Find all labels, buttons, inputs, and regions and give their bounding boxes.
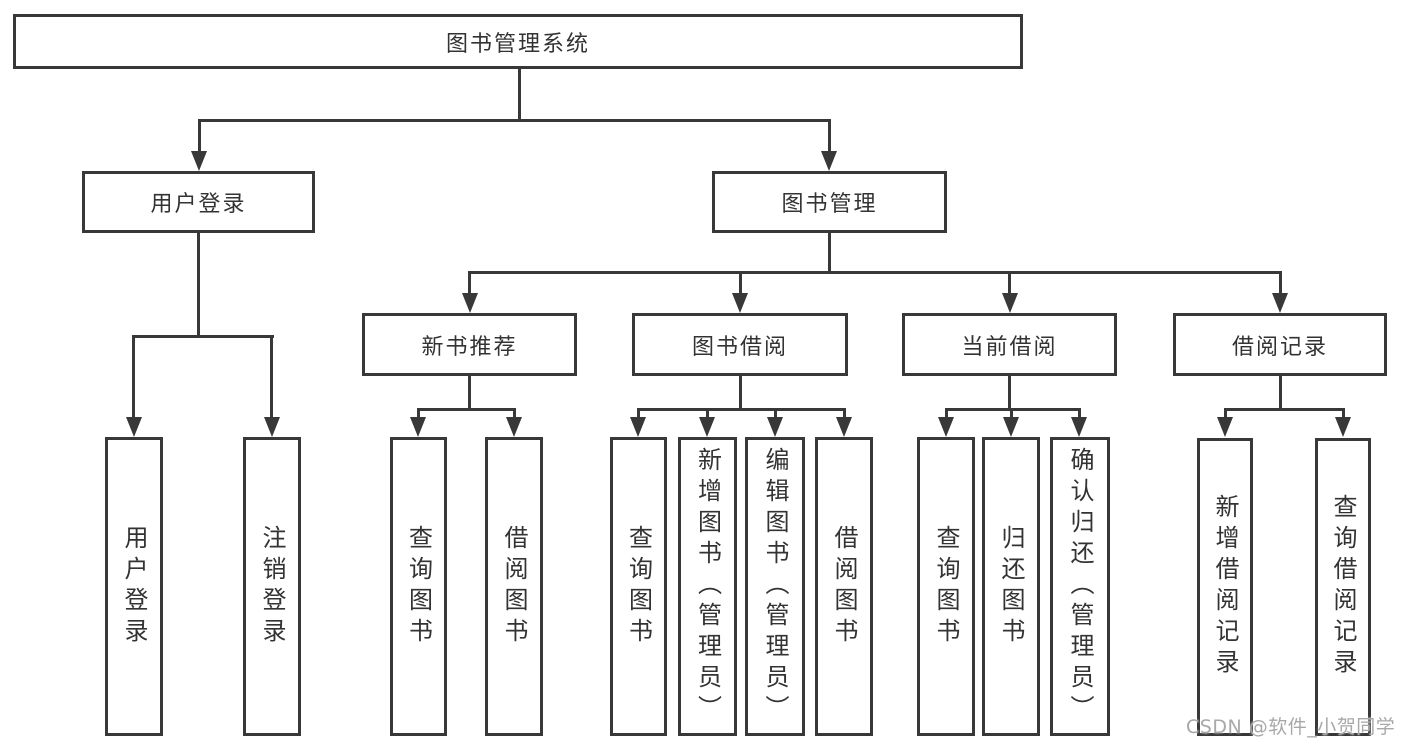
arrow-leaf-edit-book	[767, 417, 783, 437]
arrow-leaf-confirm	[1071, 417, 1087, 437]
arrow-leaf-query-record	[1335, 417, 1351, 437]
node-book-mgmt: 图书管理	[712, 171, 947, 233]
edge-new-book-rec-stem	[468, 376, 471, 411]
leaf-query-book-2: 查询图书	[610, 437, 667, 736]
node-current-borrow: 当前借阅	[902, 313, 1117, 376]
arrow-current-borrow	[1002, 293, 1018, 313]
edge-root-rail	[198, 119, 831, 122]
arrow-leaf-user-login	[126, 417, 142, 437]
leaf-logout: 注销登录	[243, 437, 301, 736]
edge-book-mgmt-rail	[469, 271, 1282, 274]
leaf-query-book-1: 查询图书	[390, 437, 447, 736]
edge-user-login-rail	[133, 335, 274, 338]
arrow-user-login	[191, 151, 207, 171]
node-new-book-rec: 新书推荐	[362, 313, 577, 376]
edge-leaf-logout-drop	[270, 335, 273, 420]
arrow-borrow-record	[1272, 293, 1288, 313]
edge-root-stem	[518, 69, 521, 122]
leaf-confirm-return: 确认归还（管理员）	[1050, 437, 1110, 736]
edge-leaf-add-record-drop	[1224, 408, 1227, 420]
leaf-add-record: 新增借阅记录	[1197, 438, 1253, 736]
arrow-leaf-add-book	[699, 417, 715, 437]
arrow-leaf-borrow1	[506, 417, 522, 437]
arrow-leaf-query3	[938, 417, 954, 437]
edge-new-book-rec-rail	[417, 408, 516, 411]
edge-leaf-query2-drop	[637, 408, 640, 420]
edge-borrow-record-stem	[1279, 376, 1282, 411]
edge-borrow-record-drop	[1279, 271, 1282, 296]
edge-leaf-confirm-drop	[1078, 408, 1081, 420]
csdn-watermark: CSDN @软件_小贺同学	[1186, 716, 1396, 738]
edge-leaf-user-login-drop	[132, 335, 135, 420]
leaf-user-login: 用户登录	[105, 437, 163, 736]
edge-current-borrow-rail	[945, 408, 1081, 411]
leaf-add-book: 新增图书（管理员）	[678, 437, 737, 736]
arrow-new-book-rec	[462, 293, 478, 313]
arrow-leaf-logout	[264, 417, 280, 437]
leaf-borrow-book-2: 借阅图书	[815, 437, 873, 736]
edge-current-borrow-stem	[1008, 376, 1011, 411]
edge-leaf-add-book-drop	[706, 408, 709, 420]
edge-leaf-borrow2-drop	[843, 408, 846, 420]
edge-user-login-stem	[197, 233, 200, 338]
edge-book-mgmt-stem	[828, 233, 831, 274]
leaf-query-record: 查询借阅记录	[1315, 438, 1371, 736]
arrow-book-borrow	[732, 293, 748, 313]
node-borrow-record: 借阅记录	[1173, 313, 1387, 376]
node-library-management-system: 图书管理系统	[13, 14, 1023, 69]
edge-book-borrow-stem	[739, 376, 742, 411]
leaf-edit-book: 编辑图书（管理员）	[745, 437, 805, 736]
arrow-leaf-add-record	[1217, 417, 1233, 437]
edge-new-book-rec-drop	[468, 271, 471, 296]
arrow-leaf-borrow2	[836, 417, 852, 437]
edge-user-login-drop	[198, 119, 201, 153]
edge-leaf-query3-drop	[945, 408, 948, 420]
leaf-query-book-3: 查询图书	[917, 437, 975, 736]
arrow-leaf-query1	[410, 417, 426, 437]
edge-book-borrow-rail	[637, 408, 846, 411]
arrow-book-mgmt	[821, 151, 837, 171]
arrow-leaf-query2	[630, 417, 646, 437]
edge-leaf-borrow1-drop	[513, 408, 516, 420]
edge-current-borrow-drop	[1008, 271, 1011, 296]
edge-book-mgmt-drop	[828, 119, 831, 153]
edge-book-borrow-drop	[739, 271, 742, 296]
edge-leaf-return-drop	[1010, 408, 1013, 420]
leaf-return-book: 归还图书	[982, 437, 1040, 736]
node-book-borrow: 图书借阅	[632, 313, 848, 376]
edge-borrow-record-rail	[1224, 408, 1344, 411]
arrow-leaf-return	[1003, 417, 1019, 437]
node-user-login: 用户登录	[82, 171, 315, 233]
edge-leaf-query-record-drop	[1342, 408, 1345, 420]
edge-leaf-edit-book-drop	[774, 408, 777, 420]
leaf-borrow-book-1: 借阅图书	[485, 437, 543, 736]
edge-leaf-query1-drop	[417, 408, 420, 420]
